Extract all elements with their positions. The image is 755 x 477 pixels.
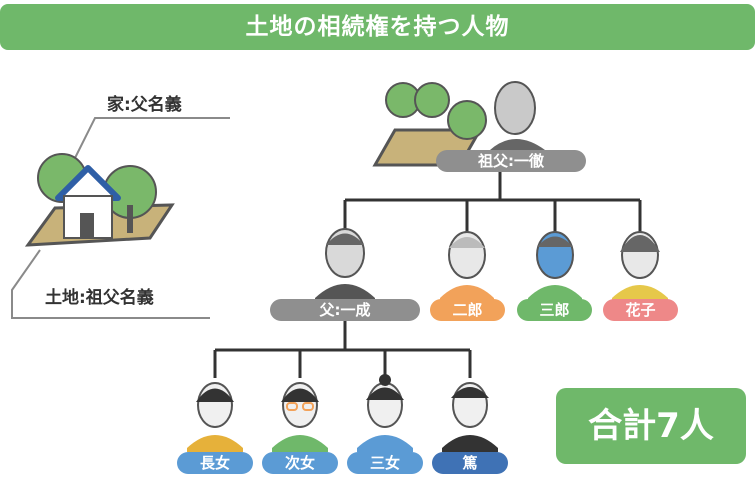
- tree-connectors: [213, 170, 642, 378]
- saburo-avatar: [528, 231, 582, 300]
- grandfather-name-badge: 祖父:一徹: [436, 150, 586, 172]
- third-daughter-name-badge: 三女: [347, 452, 423, 474]
- callout-lines: [11, 117, 230, 319]
- father-name-badge: 父:一成: [270, 299, 420, 321]
- house-land-icon: [24, 153, 175, 247]
- jiro-name-badge: 二郎: [430, 299, 505, 321]
- eldest-daughter-name-badge: 長女: [177, 452, 253, 474]
- atsushi-avatar: [442, 382, 498, 452]
- father-avatar: [315, 228, 375, 300]
- second-daughter-name-badge: 次女: [262, 452, 338, 474]
- land-owner-label: 土地:祖父名義: [45, 288, 154, 308]
- third-daughter-avatar: [357, 374, 413, 452]
- house-owner-label: 家:父名義: [107, 95, 182, 115]
- page-title: 土地の相続権を持つ人物: [0, 4, 755, 50]
- hanako-avatar: [612, 231, 668, 300]
- second-daughter-avatar: [272, 382, 328, 452]
- grandfather-avatar: [490, 81, 545, 160]
- saburo-name-badge: 三郎: [517, 299, 592, 321]
- total-heirs-badge: 合計7人: [556, 388, 746, 464]
- hanako-name-badge: 花子: [603, 299, 678, 321]
- atsushi-name-badge: 篤: [432, 452, 508, 474]
- jiro-avatar: [440, 231, 494, 300]
- eldest-daughter-avatar: [187, 382, 243, 452]
